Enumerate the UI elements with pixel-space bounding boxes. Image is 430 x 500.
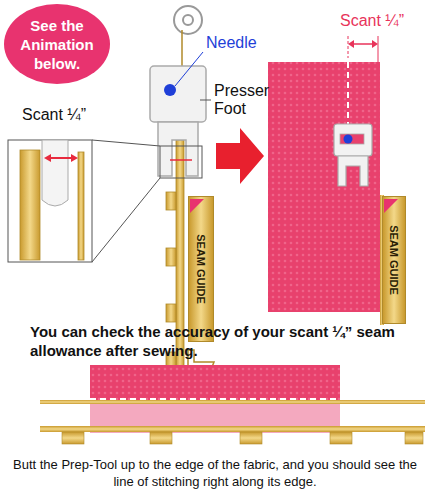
guide-flag xyxy=(384,199,398,213)
fabric-top-view xyxy=(268,36,384,325)
seam-guide-text: SEAM GUIDE xyxy=(195,234,207,304)
guide-flag xyxy=(190,199,204,213)
transition-arrow xyxy=(216,128,264,184)
heading: You can check the accuracy of your scant… xyxy=(30,322,422,360)
seam-guide-plate: SEAM GUIDE xyxy=(188,196,214,342)
badge-ellipse xyxy=(4,4,110,84)
dimension-label: Scant ¼” xyxy=(22,106,86,124)
callout-badge: See the Animation below. xyxy=(4,4,110,84)
needle-label: Needle xyxy=(206,34,257,52)
fabric-check-view xyxy=(40,365,425,444)
presser-foot-label: Presser Foot xyxy=(214,82,274,118)
badge-text: See the Animation below. xyxy=(18,16,96,73)
zoom-inset xyxy=(8,140,202,262)
seam-guide-plate: SEAM GUIDE xyxy=(382,196,406,324)
caption-text: Butt the Prep-Tool up to the edge of the… xyxy=(8,456,422,490)
dimension-label: Scant ¼” xyxy=(340,12,404,30)
seam-guide-text: SEAM GUIDE xyxy=(388,225,400,295)
